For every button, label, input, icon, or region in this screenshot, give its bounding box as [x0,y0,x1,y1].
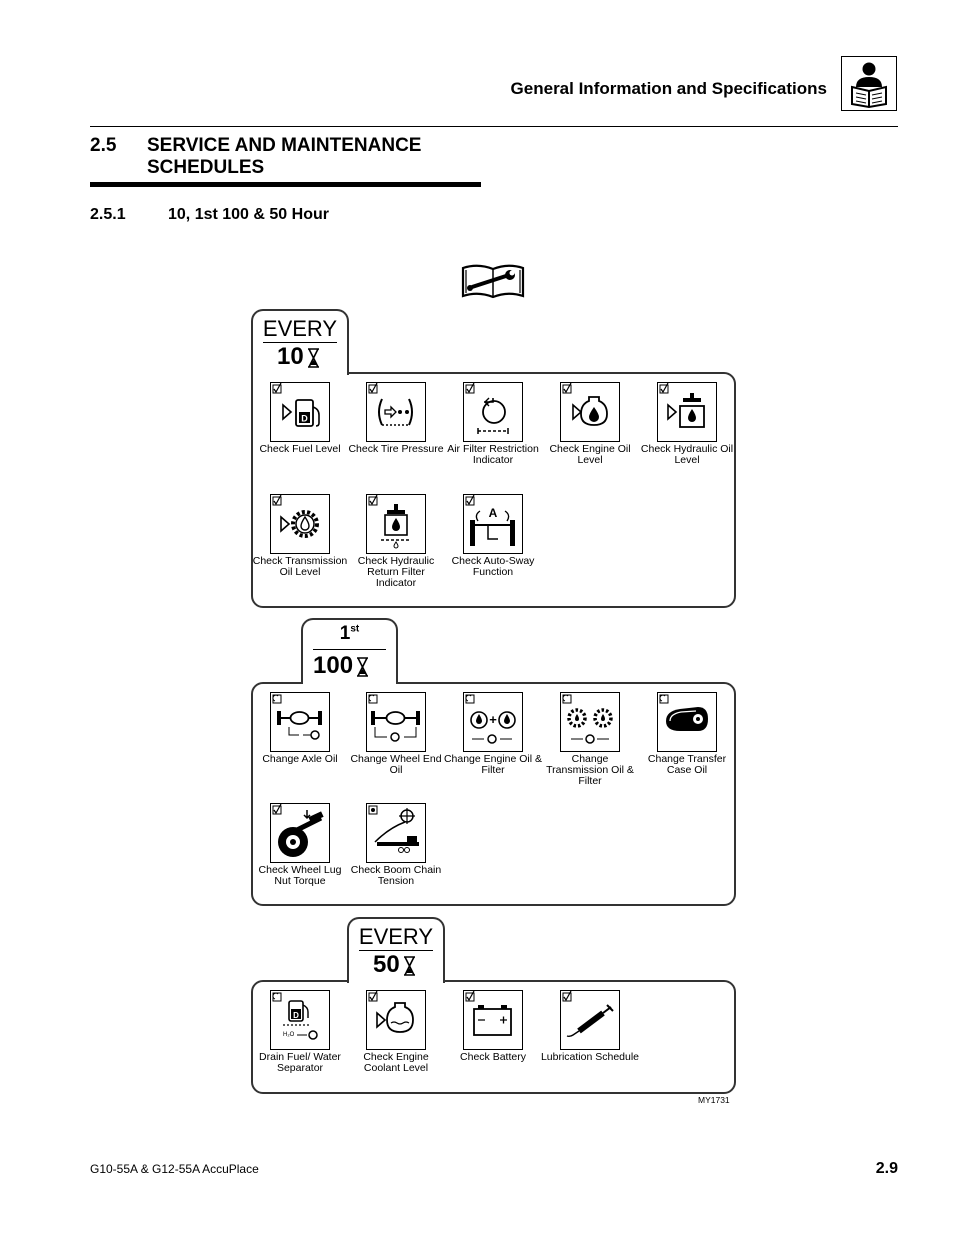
check-hydraulic-oil-icon [657,382,717,442]
tab-divider [359,950,433,951]
item-check-hydraulic-oil: Check Hydraulic Oil Level [637,382,737,466]
every-50-tab: EVERY 50 [347,917,445,983]
header-rule [90,126,898,127]
svg-text:H₂O: H₂O [283,1032,295,1038]
first-100-number: 100 [313,652,354,679]
item-check-hydraulic-return-filter: Check Hydraulic Return Filter Indicator [346,494,446,589]
svg-text:D: D [301,414,308,424]
page-number: 2.9 [875,1160,898,1177]
item-label: Check Wheel Lug Nut Torque [258,864,342,887]
item-change-wheel-end-oil: Change Wheel End Oil [346,692,446,776]
figure-code: MY1731 [698,1095,730,1105]
item-check-engine-coolant: Check Engine Coolant Level [346,990,446,1074]
item-label: Check Transmission Oil Level [252,555,348,578]
check-hydraulic-return-filter-icon [366,494,426,554]
hourglass-icon [403,955,415,976]
change-axle-oil-icon [270,692,330,752]
change-transfer-case-oil-icon [657,692,717,752]
svg-text:A: A [489,506,498,520]
item-label: Check Auto-Sway Function [451,555,535,578]
header-title: General Information and Specifications [510,79,827,98]
item-label: Check Boom Chain Tension [350,864,442,887]
item-check-auto-sway: A Check Auto-Sway Function [443,494,543,578]
change-engine-oil-filter-icon: + [463,692,523,752]
lubrication-schedule-icon [560,990,620,1050]
svg-text:+: + [489,712,497,727]
service-manual-wrench-icon [460,262,526,300]
item-change-transfer-case-oil: Change Transfer Case Oil [637,692,737,776]
every-50-hours: 50 [373,951,416,979]
item-label: Air Filter Restriction Indicator [447,443,539,466]
item-label: Check Engine Oil Level [549,443,631,466]
first-100-label: 1st [303,623,396,645]
item-label: Check Hydraulic Return Filter Indicator [357,555,435,589]
first-100-tab: 1st 100 [301,618,398,684]
check-engine-coolant-icon [366,990,426,1050]
item-label: Change Transmission Oil & Filter [546,753,634,787]
item-check-transmission-oil: Check Transmission Oil Level [250,494,350,578]
first-100-ordinal: 1 [339,623,351,644]
hourglass-icon [307,347,319,368]
svg-text:D: D [293,1011,299,1020]
tab-divider [313,649,386,650]
check-battery-icon [463,990,523,1050]
item-lubrication-schedule: Lubrication Schedule [540,990,640,1063]
item-label: Drain Fuel/ Water Separator [259,1051,341,1074]
item-check-battery: Check Battery [443,990,543,1063]
item-label: Change Wheel End Oil [350,753,442,776]
item-label: Check Tire Pressure [348,443,444,455]
change-wheel-end-oil-icon [366,692,426,752]
every-50-number: 50 [373,951,400,978]
check-transmission-oil-icon [270,494,330,554]
item-change-engine-oil-filter: + Change Engine Oil & Filter [443,692,543,776]
manual-reader-icon [841,56,897,111]
item-change-transmission-oil-filter: Change Transmission Oil & Filter [540,692,640,787]
air-filter-restriction-icon [463,382,523,442]
item-label: Change Axle Oil [262,753,338,765]
every-10-tab: EVERY 10 [251,309,349,375]
check-tire-pressure-icon [366,382,426,442]
item-label: Check Battery [460,1051,526,1063]
item-check-boom-chain-tension: Check Boom Chain Tension [346,803,446,887]
item-label: Change Transfer Case Oil [647,753,727,776]
section-rule [90,182,481,187]
check-fuel-level-icon: D [270,382,330,442]
item-check-tire-pressure: Check Tire Pressure [346,382,446,455]
check-engine-oil-icon [560,382,620,442]
item-label: Check Hydraulic Oil Level [640,443,734,466]
subsection-title: 10, 1st 100 & 50 Hour [168,206,329,223]
item-label: Check Fuel Level [259,443,341,455]
item-check-engine-oil: Check Engine Oil Level [540,382,640,466]
item-label: Check Engine Coolant Level [363,1051,429,1074]
every-50-label: EVERY [358,924,434,949]
every-10-number: 10 [277,343,304,370]
first-100-ordinal-suffix: st [350,623,360,635]
item-check-fuel-level: D Check Fuel Level [250,382,350,455]
check-auto-sway-icon: A [463,494,523,554]
every-10-hours: 10 [277,343,320,371]
item-label: Lubrication Schedule [540,1051,640,1063]
every-10-label: EVERY [262,316,338,341]
first-100-hours: 100 [313,652,369,680]
item-drain-fuel-water-separator: D H₂O Drain Fuel/ Water Separator [250,990,350,1074]
item-change-axle-oil: Change Axle Oil [250,692,350,765]
tab-divider [263,342,337,343]
item-air-filter-restriction: Air Filter Restriction Indicator [443,382,543,466]
hourglass-icon [357,656,369,677]
section-number: 2.5 [90,135,117,156]
check-boom-chain-tension-icon [366,803,426,863]
subsection-number: 2.5.1 [90,206,126,223]
change-transmission-oil-filter-icon [560,692,620,752]
check-lug-nut-torque-icon [270,803,330,863]
footer-model: G10-55A & G12-55A AccuPlace [90,1162,259,1176]
section-title: SERVICE AND MAINTENANCE SCHEDULES [147,135,422,178]
item-check-lug-nut-torque: Check Wheel Lug Nut Torque [250,803,350,887]
item-label: Change Engine Oil & Filter [443,753,543,776]
drain-fuel-water-separator-icon: D H₂O [270,990,330,1050]
